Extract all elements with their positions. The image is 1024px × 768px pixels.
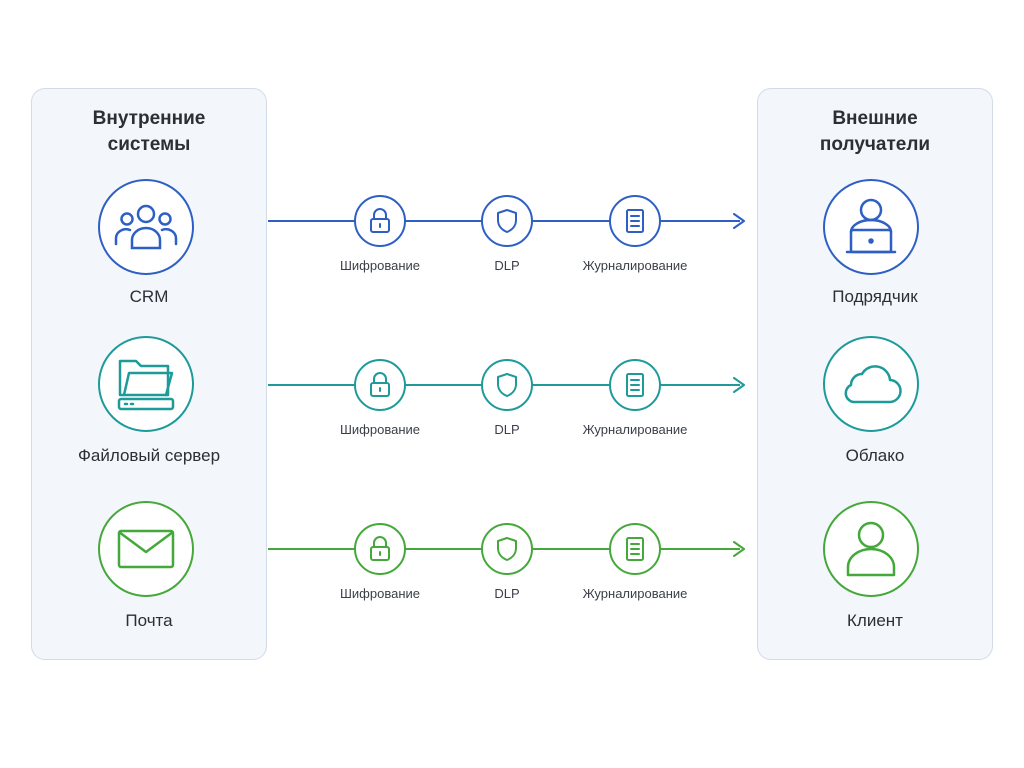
file-server-node — [98, 336, 194, 432]
lock-icon — [368, 372, 392, 398]
lock-icon — [368, 536, 392, 562]
dlp-label: DLP — [494, 422, 520, 437]
dlp-step-file-server — [481, 359, 533, 411]
encryption-step-mail — [354, 523, 406, 575]
arrowhead-icon — [732, 213, 746, 229]
dlp-step-crm — [481, 195, 533, 247]
mail-icon — [116, 528, 176, 570]
arrowhead-icon — [732, 541, 746, 557]
dlp-label: DLP — [494, 586, 520, 601]
logging-step-crm — [609, 195, 661, 247]
laptop-user-icon — [841, 198, 901, 256]
shield-icon — [496, 536, 518, 562]
folder-server-icon — [116, 355, 176, 413]
logging-label: Журналирование — [582, 422, 688, 437]
client-label: Клиент — [847, 611, 903, 630]
encryption-label: Шифрование — [340, 258, 420, 273]
lock-icon — [368, 208, 392, 234]
user-icon — [844, 519, 898, 579]
encryption-step-crm — [354, 195, 406, 247]
encryption-step-file-server — [354, 359, 406, 411]
encryption-label: Шифрование — [340, 422, 420, 437]
logging-label: Журналирование — [582, 586, 688, 601]
contractor-node — [823, 179, 919, 275]
cloud-node — [823, 336, 919, 432]
shield-icon — [496, 372, 518, 398]
document-icon — [625, 372, 645, 398]
users-icon — [114, 202, 178, 252]
crm-node — [98, 179, 194, 275]
dlp-label: DLP — [494, 258, 520, 273]
file-server-label: Файловый сервер — [77, 446, 221, 465]
cloud-icon — [839, 362, 903, 406]
logging-step-mail — [609, 523, 661, 575]
client-node — [823, 501, 919, 597]
mail-node — [98, 501, 194, 597]
mail-label: Почта — [125, 611, 173, 630]
cloud-label: Облако — [845, 446, 905, 465]
dlp-step-mail — [481, 523, 533, 575]
logging-step-file-server — [609, 359, 661, 411]
contractor-label: Подрядчик — [832, 287, 918, 306]
arrowhead-icon — [732, 377, 746, 393]
external-recipients-title: Внешние получатели — [819, 108, 931, 155]
crm-label: CRM — [129, 287, 169, 306]
shield-icon — [496, 208, 518, 234]
internal-systems-title: Внутренние системы — [92, 108, 206, 155]
encryption-label: Шифрование — [340, 586, 420, 601]
document-icon — [625, 536, 645, 562]
logging-label: Журналирование — [582, 258, 688, 273]
document-icon — [625, 208, 645, 234]
